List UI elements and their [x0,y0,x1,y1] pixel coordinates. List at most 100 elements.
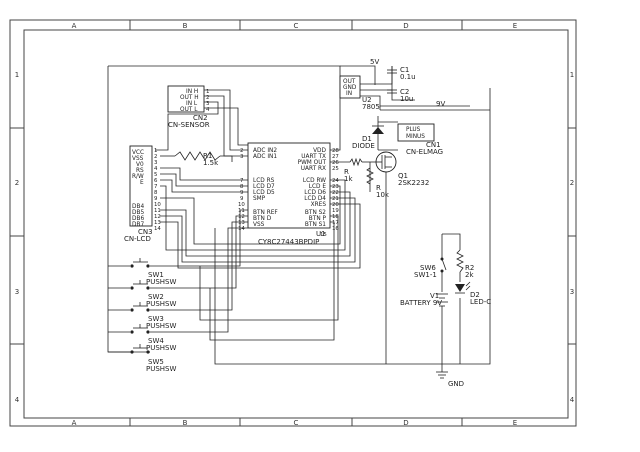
col-label-e-bottom: E [513,419,517,427]
u1-pin-16-num: 16 [332,226,339,232]
u1-pin-3-label: ADC IN1 [253,154,277,160]
u1-pin-21-label: LCD D4 [304,196,326,202]
u1-pin-18-label: BTN S2 [305,210,326,216]
u1-pin-17-num: 17 [332,220,339,226]
u2-regulator: OUT GND IN U2 7805 [339,75,380,111]
col-label-c-top: C [294,22,299,30]
u2-ref: U2 [362,96,372,104]
sw2-ref: SW2 [148,293,164,301]
q1-part: 2SK2232 [398,179,429,187]
d2-led: D2 LED-C [455,281,491,306]
c2-ref: C2 [400,88,409,96]
u1-pin-2-label: ADC IN2 [253,148,277,154]
cn3-pin-6-num: 6 [154,178,158,184]
u1-pin-12-num: 12 [238,214,245,220]
sw4-ref: SW4 [148,337,164,345]
sw5-ref: SW5 [148,358,164,366]
u1-pin-smp-label: SMP [253,196,266,202]
u1-pin-8-num: 8 [240,184,244,190]
r2-ref: R2 [465,264,474,272]
r2-value: 2k [465,271,474,279]
v1-name: BATTERY 9V [400,299,442,307]
u1-pin-9b-num: 9 [240,196,244,202]
col-label-c-bottom: C [294,419,299,427]
cn3-pin-10-num: 10 [154,202,161,208]
cn3-pin-9-num: 9 [154,196,158,202]
r-pull-resistor: R 10k [366,167,390,199]
u1-pin-28-label: VDD [313,148,326,154]
cn3-pin-13-label: DB6 [132,216,144,222]
cn3-pin-3-label: V0 [136,162,144,168]
col-label-a-bottom: A [72,419,77,427]
u1-pin-11-num: 11 [238,208,245,214]
cn2-name: CN-SENSOR [168,121,210,129]
sw6-name: SW1-1 [414,271,437,279]
u1-pin-15-num: 15 [320,232,327,238]
u1-pin-27-label: UART TX [301,154,326,160]
sw3-name: PUSHSW [146,322,176,330]
col-label-e-top: E [513,22,517,30]
gnd-symbol: GND [436,371,464,388]
sw2-push-switch: SW2 PUSHSW [130,280,176,308]
cn3-pin-5-label: R/W [132,174,144,180]
cn3-pin-6-label: E [140,180,144,186]
cn3-pin-5-num: 5 [154,172,157,178]
r-pull-ref: R [376,184,381,192]
row-label-1-right: 1 [570,71,574,79]
row-label-4-right: 4 [570,396,575,404]
col-label-b-top: B [183,22,188,30]
sheet-frame: A B C D E A B C D E 1 2 3 4 1 2 3 4 [9,19,577,427]
push-switches: SW1 PUSHSW SW2 PUSHSW SW3 PUSHSW SW4 PUS… [130,258,176,373]
sw4-name: PUSHSW [146,344,176,352]
cn1-ref: CN1 [426,141,441,149]
cn3-pin-14-label: DB7 [132,222,144,228]
u1-pin-7-num: 7 [240,178,243,184]
c1-value: 0.1u [400,73,416,81]
row-label-1-left: 1 [15,71,19,79]
u1-pin-20-num: 20 [332,202,339,208]
row-label-2-left: 2 [15,179,19,187]
cn1-elmag-connector: PLUS MINUS CN1 CN-ELMAG [397,123,443,156]
wires [107,65,491,372]
sw3-ref: SW3 [148,315,164,323]
q1-ref: Q1 [398,172,408,180]
u1-pin-28-num: 28 [332,148,339,154]
cn3-pin-4-label: RS [136,168,144,174]
cn1-pin-minus: MINUS [406,134,425,140]
sw5-name: PUSHSW [146,365,176,373]
d1-diode: D1 DIODE [352,125,384,150]
d1-ref: D1 [362,135,372,143]
cn3-pin-3-num: 3 [154,160,157,166]
u1-pin-9-num: 9 [240,190,244,196]
r1-ref: R1 [203,152,212,160]
u1-pin-26-label: PWM OUT [298,160,327,166]
cn3-pin-11-num: 11 [154,208,161,214]
u1-pin-14-num: 14 [238,226,245,232]
u1-pin-24-num: 24 [332,178,339,184]
cn3-pin-7-num: 7 [154,184,157,190]
c1-ref: C1 [400,66,409,74]
cn2-pin-4-label: OUT L [180,107,198,113]
col-label-d-bottom: D [403,419,408,427]
row-label-3-left: 3 [15,288,19,296]
q1-mosfet: Q1 2SK2232 [375,151,429,187]
row-label-3-right: 3 [570,288,574,296]
u2-pin-gnd: GND [343,85,357,91]
sw1-push-switch: SW1 PUSHSW [130,258,176,286]
col-label-a-top: A [72,22,77,30]
u1-pin-25-label: UART RX [301,166,326,172]
u1-pin-22-label: LCD D6 [304,190,326,196]
cn3-pin-2-label: VSS [132,156,144,162]
r1-resistor: R1 1.5k [174,151,221,167]
sw2-name: PUSHSW [146,300,176,308]
cn3-pin-13-num: 13 [154,220,161,226]
u1-pin-27-num: 27 [332,154,339,160]
u1-pin-19-num: 19 [332,208,339,214]
cn2-pin-2-num: 2 [206,95,209,101]
u1-ref: U1 [316,230,326,238]
v1-battery: V1 BATTERY 9V [400,292,448,307]
u1-pin-7-label: LCD RS [253,178,275,184]
cn2-ref: CN2 [193,114,208,122]
cn2-pin-2-label: OUT H [180,95,199,101]
